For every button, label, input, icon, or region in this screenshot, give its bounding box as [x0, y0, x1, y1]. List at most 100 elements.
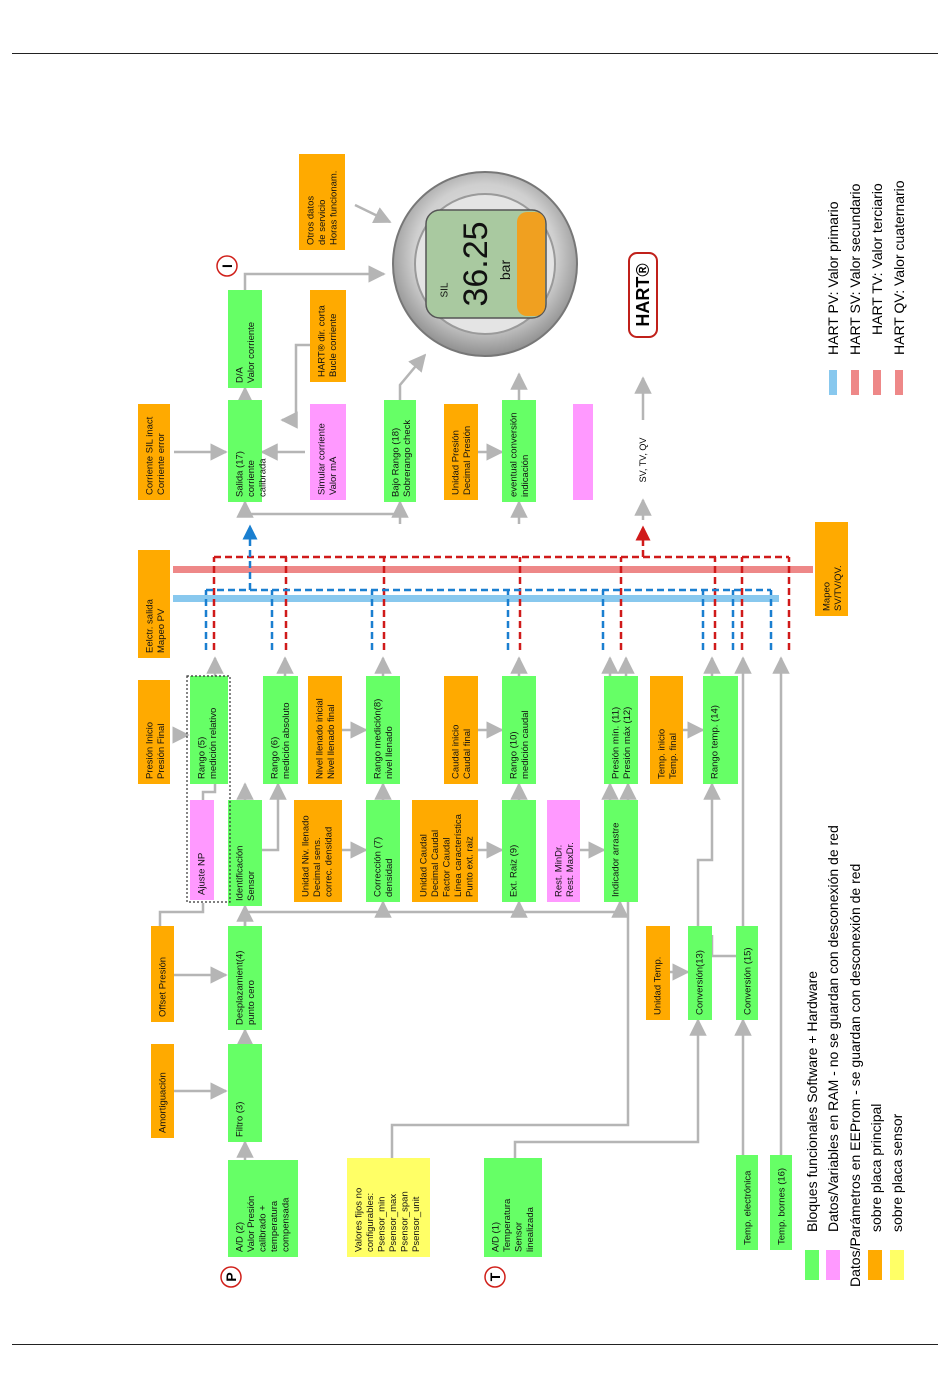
dashed-mapping-lines	[204, 524, 791, 650]
service-data-param: Otros datosde servicioHoras funcionam.	[299, 154, 345, 250]
legend-sensor-board: sobre placa sensor	[889, 1113, 905, 1232]
pressure-offset-param: Offset Presión	[151, 926, 174, 1022]
circle-p: P	[220, 1266, 242, 1288]
filter-block: Filtro (3)	[228, 1044, 262, 1142]
legend-eeprom: Datos/Parámetros en EEProm - se guardan …	[847, 864, 863, 1287]
svg-text:P: P	[223, 1272, 239, 1281]
level-start-param-label: Nivel llenado inicialNivel llenado final	[315, 698, 338, 779]
flow-range-block: Rango (10)medición caudal	[502, 676, 536, 784]
overrange-block-label: Bajo Rango (18)Sobrerango check	[391, 420, 414, 497]
conversion-15-block-label: Conversión (15)	[743, 947, 754, 1015]
temp-terminal-block-label: Temp. bornes (16)	[777, 1168, 788, 1245]
simulate-current-ram-label: Simular corrienteValor mA	[317, 423, 340, 495]
drag-indicator-block-label: Indicador arrastre	[611, 823, 622, 897]
service-data-param-label: Otros datosde servicioHoras funcionam.	[306, 171, 340, 245]
pv-bar	[173, 595, 779, 602]
device-display: 36.25 bar SIL	[392, 171, 578, 357]
ad-pressure-block-label: A/D (2)Valor Presióncalibrado +temperatu…	[235, 1196, 292, 1252]
zero-adjust-ram: Ajuste NP	[190, 800, 214, 900]
level-start-param: Nivel llenado inicialNivel llenado final	[308, 676, 342, 784]
simulate-current-ram: Simular corrienteValor mA	[310, 404, 346, 500]
level-units-param: Unidad Niv. llenadoDecimal sens.correc. …	[294, 800, 342, 902]
legend-main-board: sobre placa principal	[868, 1104, 884, 1232]
level-range-block: Rango medición(8)nivel llenado	[366, 676, 400, 784]
svg-text:T: T	[487, 1272, 503, 1281]
pink-empty-block	[573, 404, 593, 500]
filter-block-label: Filtro (3)	[235, 1102, 246, 1137]
output-mapping-param-label: Eelctr. salidaMapeo PV	[145, 598, 168, 653]
fixed-values-block: Valores fijos noconfigurables:Psensor_mi…	[347, 1158, 430, 1257]
sv-tv-qv-label: SV, TV, QV	[638, 438, 648, 483]
temp-range-block: Rango temp. (14)	[703, 676, 738, 784]
legend-ram: Datos/Variables en RAM - no se guardan c…	[825, 825, 841, 1232]
sv-tv-qv-bar	[173, 566, 813, 573]
ad-temperature-block-label: A/D (1)TemperaturaSensorlinealizada	[491, 1198, 537, 1252]
hart-logo: HART®	[628, 252, 658, 338]
hart-variables-legend: HART PV: Valor primario HART SV: Valor s…	[825, 180, 907, 395]
output-current-block-label: Salida (17)corrientecalibrada	[235, 451, 269, 497]
flow-range-block-label: Rango (10)medición caudal	[509, 710, 532, 779]
circle-i: I	[216, 255, 238, 277]
pressure-unit-param: Unidad PresiónDecimal Presión	[444, 404, 478, 500]
display-sil: SIL	[440, 282, 451, 297]
temp-electronics-block: Temp. electrónica	[736, 1155, 758, 1250]
minmax-reset-ram: Rest. MinDr.Rest. MaxDr.	[547, 800, 580, 902]
sv-mapping-param-label: MapeoSV/TV/QV.	[822, 565, 845, 611]
damping-param-label: Amortiguación	[158, 1072, 169, 1133]
level-units-param-label: Unidad Niv. llenadoDecimal sens.correc. …	[301, 815, 335, 897]
flow-units-param: Unidad CaudalDecimal CaudalFactor Caudal…	[412, 800, 478, 902]
svg-text:HART®: HART®	[633, 263, 653, 326]
density-correction-block: Corrección (7)densidad	[366, 800, 400, 902]
da-block: D/AValor corriente	[228, 290, 262, 388]
sensor-id-block-label: IdentificaciónSensor	[235, 846, 258, 901]
sv-mapping-param: MapeoSV/TV/QV.	[815, 522, 848, 616]
temp-electronics-block-label: Temp. electrónica	[743, 1170, 754, 1245]
indication-conversion-block: eventual conversiónindicación	[502, 400, 536, 502]
flow-start-param: Caudal inicioCaudal final	[444, 676, 478, 784]
sensor-id-block: IdentificaciónSensor	[228, 800, 262, 906]
square-root-block-label: Ext. Raiz (9)	[509, 845, 520, 897]
offset-block: Desplazamient(4)punto cero	[228, 926, 262, 1030]
bottom-rule	[12, 1344, 938, 1345]
level-range-block-label: Rango medición(8)nivel llenado	[373, 699, 396, 779]
pressure-unit-param-label: Unidad PresiónDecimal Presión	[451, 426, 474, 495]
range-absolute-block-label: Rango (6)medición absoluto	[270, 702, 293, 779]
ad-temperature-block: A/D (1)TemperaturaSensorlinealizada	[484, 1158, 542, 1257]
ajuste-region-outline	[186, 675, 231, 903]
svg-text:I: I	[219, 264, 235, 268]
temp-terminal-block: Temp. bornes (16)	[770, 1155, 792, 1250]
pressure-range-param-label: Presión InicioPresión Final	[145, 722, 168, 779]
ad-pressure-block: A/D (2)Valor Presióncalibrado +temperatu…	[228, 1160, 298, 1257]
flow-units-param-label: Unidad CaudalDecimal CaudalFactor Caudal…	[419, 813, 476, 897]
current-error-param: Corriente SIL inactCorriente error	[138, 404, 170, 500]
legend-function-blocks: Bloques funcionales Software + Hardware	[804, 971, 820, 1232]
legend: Bloques funcionales Software + Hardware …	[804, 825, 905, 1287]
pressure-offset-param-label: Offset Presión	[158, 957, 169, 1017]
minmax-reset-ram-label: Rest. MinDr.Rest. MaxDr.	[554, 842, 577, 897]
pressure-minmax-block-label: Presión mín. (11)Presión máx (12)	[611, 707, 634, 779]
output-current-block: Salida (17)corrientecalibrada	[228, 400, 269, 502]
hart-tv: HART TV: Valor terciario	[869, 183, 885, 335]
range-relative-block: Rango (5)medición relativo	[190, 676, 228, 784]
offset-block-label: Desplazamient(4)punto cero	[235, 951, 258, 1025]
fixed-values-block-label: Valores fijos noconfigurables:Psensor_mi…	[354, 1188, 423, 1252]
hart-pv: HART PV: Valor primario	[825, 201, 841, 355]
range-relative-block-label: Rango (5)medición relativo	[197, 708, 220, 779]
conversion-15-block: Conversión (15)	[736, 926, 758, 1020]
circle-t: T	[484, 1266, 506, 1288]
pressure-range-param: Presión InicioPresión Final	[138, 680, 170, 784]
conversion-13-block: Conversión(13)	[688, 926, 712, 1020]
drag-indicator-block: Indicador arrastre	[604, 800, 638, 902]
temp-unit-param: Unidad Temp.	[646, 926, 670, 1020]
pressure-minmax-block: Presión mín. (11)Presión máx (12)	[604, 676, 638, 784]
conversion-13-block-label: Conversión(13)	[695, 950, 706, 1015]
temp-start-param-label: Temp. inicioTemp. final	[657, 729, 680, 779]
damping-param: Amortiguación	[151, 1044, 174, 1138]
top-rule	[12, 53, 938, 54]
display-value: 36.25	[457, 221, 495, 306]
square-root-block: Ext. Raiz (9)	[502, 800, 536, 902]
temp-range-block-label: Rango temp. (14)	[710, 705, 721, 779]
display-unit: bar	[497, 260, 513, 281]
density-correction-block-label: Corrección (7)densidad	[373, 837, 396, 897]
